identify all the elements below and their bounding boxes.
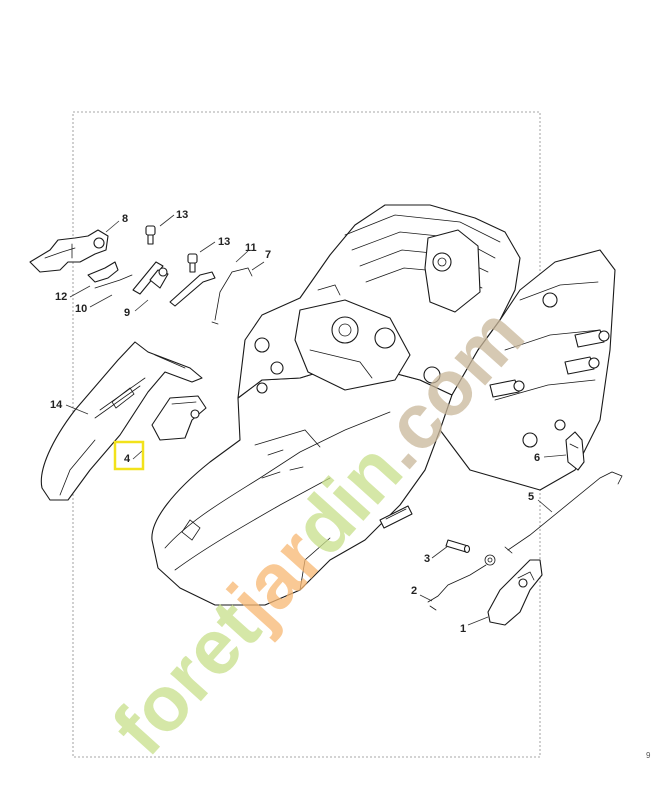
part-6-lever (565, 431, 585, 471)
callout-8: 8 (122, 213, 128, 225)
callout-7: 7 (265, 249, 271, 261)
callout-5: 5 (528, 491, 534, 503)
part-10-spring-wire (94, 274, 133, 289)
callout-1: 1 (460, 623, 466, 635)
callout-13b: 13 (218, 236, 230, 248)
part-13-screw-b (187, 253, 198, 273)
part-13-screw-a (145, 225, 156, 245)
callout-6: 6 (534, 452, 540, 464)
callout-14: 14 (50, 399, 63, 411)
part-9-pin (149, 267, 169, 289)
part-2-torsion-spring (427, 554, 496, 611)
part-1-throttle-trigger (487, 559, 543, 626)
chainsaw-housing (151, 204, 616, 606)
part-12-clip (87, 261, 119, 283)
page-marker: 9 (646, 751, 651, 760)
part-14-handle-cover (40, 341, 203, 501)
part-5-rod (504, 471, 623, 554)
callout-13a: 13 (176, 209, 188, 221)
callout-4-highlight-box (113, 440, 145, 471)
crankcase-studs (489, 292, 610, 448)
part-8-bracket (29, 229, 109, 273)
callout-2: 2 (411, 585, 417, 597)
callout-10: 10 (75, 303, 87, 315)
leader-lines (65, 214, 567, 626)
part-9-spring-rod (132, 261, 164, 295)
part-4-cover-plate (151, 395, 207, 441)
callout-12: 12 (55, 291, 67, 303)
callout-9: 9 (124, 307, 130, 319)
part-7-wire-link (211, 267, 253, 325)
callout-11: 11 (245, 242, 257, 254)
callout-4: 4 (124, 453, 131, 465)
part-11-lever (169, 271, 216, 307)
callout-3: 3 (424, 553, 430, 565)
callout-labels: 1 2 3 4 5 6 7 8 9 10 11 12 13 13 14 (50, 209, 540, 635)
part-3-pin (445, 539, 471, 554)
